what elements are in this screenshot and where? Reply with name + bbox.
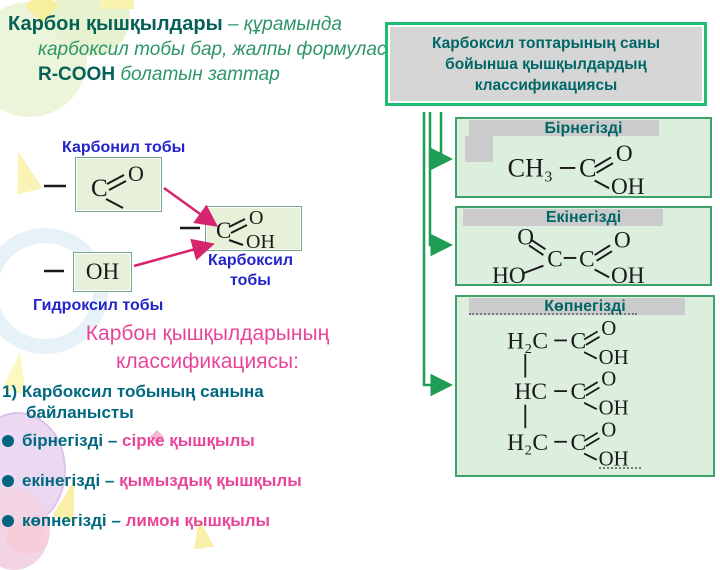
carbonyl-group-label: Карбонил тобы	[62, 139, 186, 156]
bullet-value: сірке қышқылы	[122, 431, 255, 450]
carboxyl-structure: C O OH	[216, 207, 275, 253]
bonds	[522, 238, 613, 279]
carbon-atom: C	[571, 329, 587, 355]
definition-text-2: болатын заттар	[115, 64, 280, 85]
carbon-atom: C	[91, 175, 108, 202]
oxalic-acid-structure: O C HO C O OH	[492, 227, 645, 285]
bullet-item-monobasic: бірнегізді – сірке қышқылы	[2, 431, 255, 451]
oxygen-atom: O	[517, 227, 534, 250]
definition-text-1: – құрамында карбоксил тобы бар, жалпы фо…	[38, 14, 401, 60]
bonds	[105, 174, 127, 209]
oxygen-atom: O	[613, 227, 630, 253]
definition-paragraph: Карбон қышқылдары – құрамында карбоксил …	[8, 12, 416, 87]
oxygen-atom: O	[128, 161, 144, 186]
polybasic-acid-structure: H₂C C O OH HC C O	[507, 317, 629, 468]
confetti-yellow-triangle-left-1	[7, 147, 43, 195]
oxygen-atom: O	[249, 207, 263, 229]
classification-header-text: Карбоксил топтарының саны бойынша қышқыл…	[431, 34, 661, 94]
branch-box-polybasic: Көпнегізді H₂C C O OH	[455, 295, 715, 477]
gray-artifact-patch	[465, 136, 493, 162]
carboxyl-group-label: Карбоксил тобы	[208, 252, 293, 289]
tree-connectors	[422, 112, 453, 397]
carbonyl-structure-box: C O	[75, 157, 162, 212]
bullet-separator: –	[100, 471, 120, 490]
bullet-label: бірнегізді	[22, 431, 104, 450]
oxygen-atom: O	[615, 141, 632, 167]
bullet-icon	[2, 515, 14, 527]
bonds	[228, 218, 248, 246]
carboxyl-structure-box: C O OH	[205, 206, 302, 253]
hydroxyl-group: OH	[599, 447, 629, 468]
carbon-atom: C	[216, 218, 231, 243]
gray-artifact-bar	[463, 209, 663, 226]
general-formula: R-COOH	[38, 64, 116, 85]
dotted-artifact-line	[469, 313, 637, 315]
oxygen-atom: O	[601, 368, 616, 391]
carbon-atom: C	[579, 154, 596, 183]
hydroxyl-group: OH	[599, 346, 629, 369]
bullet-icon	[2, 435, 14, 447]
hydroxyl-group: OH	[611, 174, 645, 196]
branch-label-monobasic: Бірнегізді	[544, 120, 623, 137]
oxygen-atom: O	[601, 418, 616, 441]
carbon-atom: C	[571, 379, 587, 405]
branch-box-dibasic: Екінегізді O C HO C O OH	[455, 206, 712, 286]
oxygen-atom: O	[601, 317, 616, 340]
classification-point-1: 1) Карбоксил тобының санына байланысты	[2, 382, 264, 422]
hydroxyl-group: OH	[599, 397, 629, 420]
hydroxyl-group-left: HO	[492, 263, 526, 285]
methylene-group: H₂C	[507, 430, 548, 456]
methylene-group: H₂C	[507, 329, 548, 355]
branch-label-dibasic: Екінегізді	[545, 209, 622, 226]
hydroxyl-group-label: Гидроксил тобы	[33, 297, 164, 314]
bullet-item-polybasic: көпнегізді – лимон қышқылы	[2, 511, 270, 531]
carbon-atom: C	[547, 247, 562, 273]
confetti-yellow-bar-top	[100, 0, 134, 9]
methyl-group: CH₃	[507, 154, 552, 183]
acetic-acid-structure: CH₃ C O OH	[507, 141, 645, 196]
branch-label-polybasic: Көпнегізді	[544, 298, 626, 315]
bullet-item-dibasic: екінегізді – қымыздық қышқылы	[2, 471, 302, 491]
definition-term: Карбон қышқылдары	[8, 13, 223, 35]
classification-heading: Карбон қышқылдарының классификациясы:	[85, 322, 330, 373]
methine-group: HC	[514, 379, 547, 405]
bullet-icon	[2, 475, 14, 487]
bullet-value: лимон қышқылы	[125, 511, 271, 530]
carbonyl-structure: C O	[91, 161, 144, 209]
gray-artifact-bar	[469, 298, 685, 315]
hydroxyl-group: OH	[85, 259, 120, 284]
bullet-label: көпнегізді	[22, 511, 107, 530]
gray-artifact-bar	[469, 120, 659, 136]
hydroxyl-group-right: OH	[611, 263, 645, 285]
carbon-atom: C	[579, 247, 594, 273]
hydroxyl-group: OH	[246, 231, 275, 250]
bullet-value: қымыздық қышқылы	[119, 471, 302, 490]
bullet-separator: –	[106, 511, 126, 530]
classification-header-box: Карбоксил топтарының саны бойынша қышқыл…	[385, 22, 707, 106]
branch-box-monobasic: Бірнегізді CH₃ C O OH	[455, 117, 712, 198]
carbon-atom: C	[571, 430, 587, 456]
dotted-artifact-bottom	[599, 467, 641, 469]
bullet-separator: –	[103, 431, 123, 450]
bonds	[524, 330, 600, 461]
hydroxyl-structure-box: OH	[73, 252, 132, 292]
bonds	[559, 156, 613, 190]
bullet-label: екінегізді	[22, 471, 101, 490]
